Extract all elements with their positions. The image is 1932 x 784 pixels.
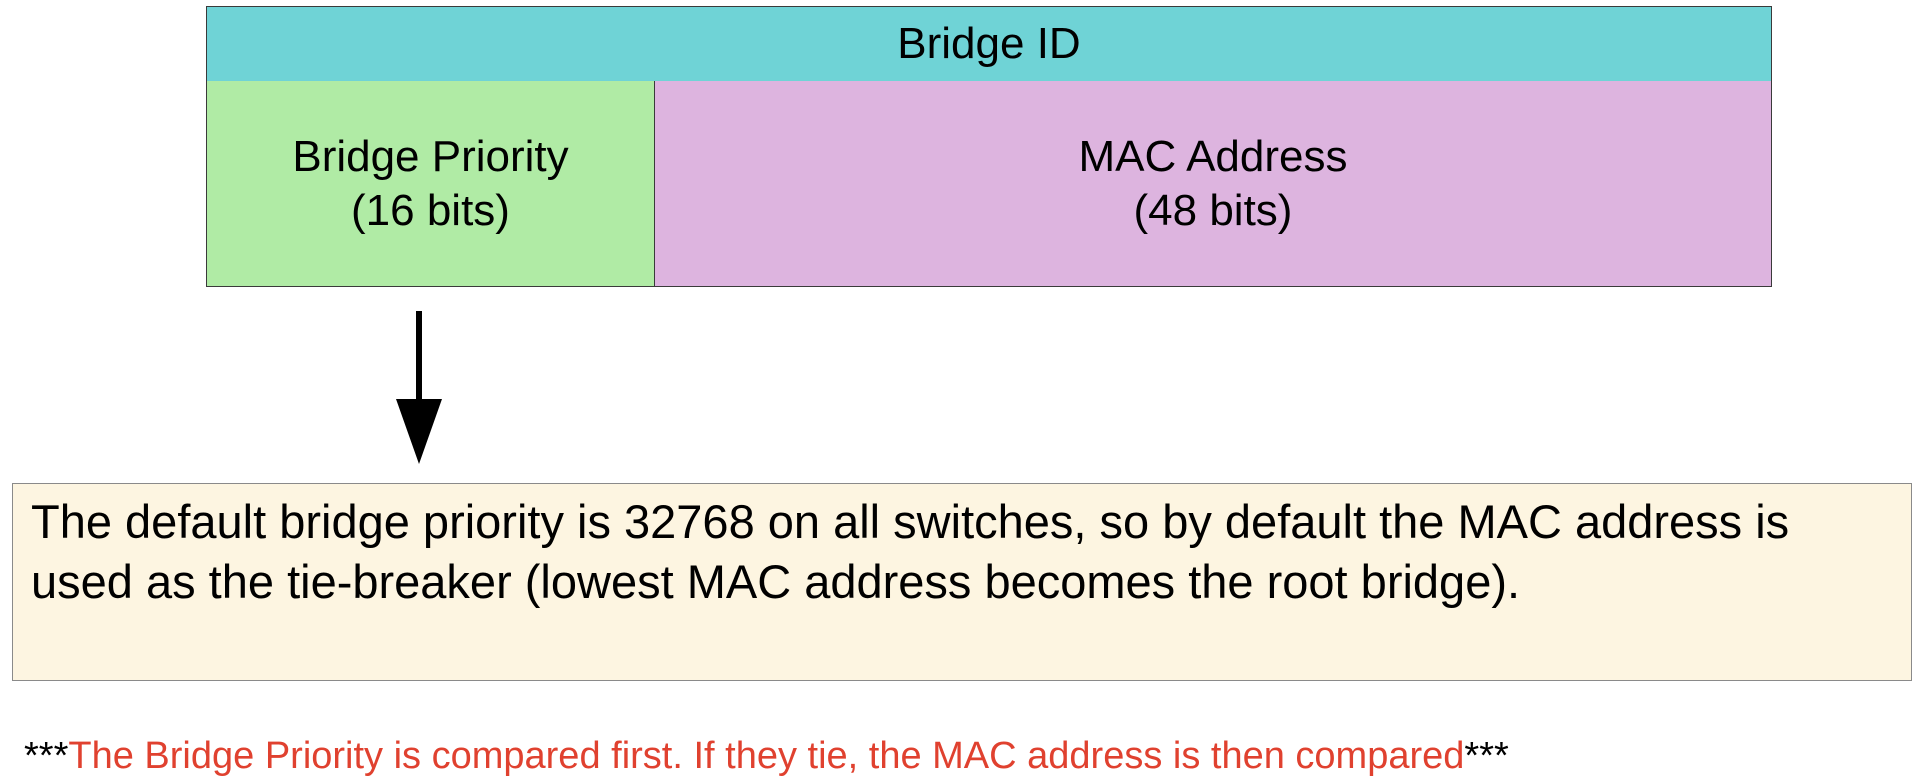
mac-address-label: MAC Address [1078, 131, 1348, 181]
bridge-id-table: Bridge ID Bridge Priority (16 bits) MAC … [206, 6, 1772, 287]
footnote-suffix: *** [1464, 735, 1509, 777]
footnote-prefix: *** [24, 735, 69, 777]
note-text: The default bridge priority is 32768 on … [31, 495, 1790, 608]
bridge-id-header: Bridge ID [207, 7, 1771, 82]
bridge-priority-label: Bridge Priority [292, 131, 569, 181]
default-priority-note: The default bridge priority is 32768 on … [12, 483, 1912, 681]
mac-address-size: (48 bits) [1133, 185, 1293, 235]
bridge-id-label: Bridge ID [897, 19, 1081, 68]
footnote: ***The Bridge Priority is compared first… [24, 733, 1509, 779]
footnote-text: The Bridge Priority is compared first. I… [68, 735, 1465, 777]
down-arrow-icon [396, 311, 442, 464]
bridge-priority-size: (16 bits) [351, 185, 510, 235]
bridge-priority-field: Bridge Priority (16 bits) [207, 81, 655, 286]
mac-address-field: MAC Address (48 bits) [655, 81, 1771, 286]
